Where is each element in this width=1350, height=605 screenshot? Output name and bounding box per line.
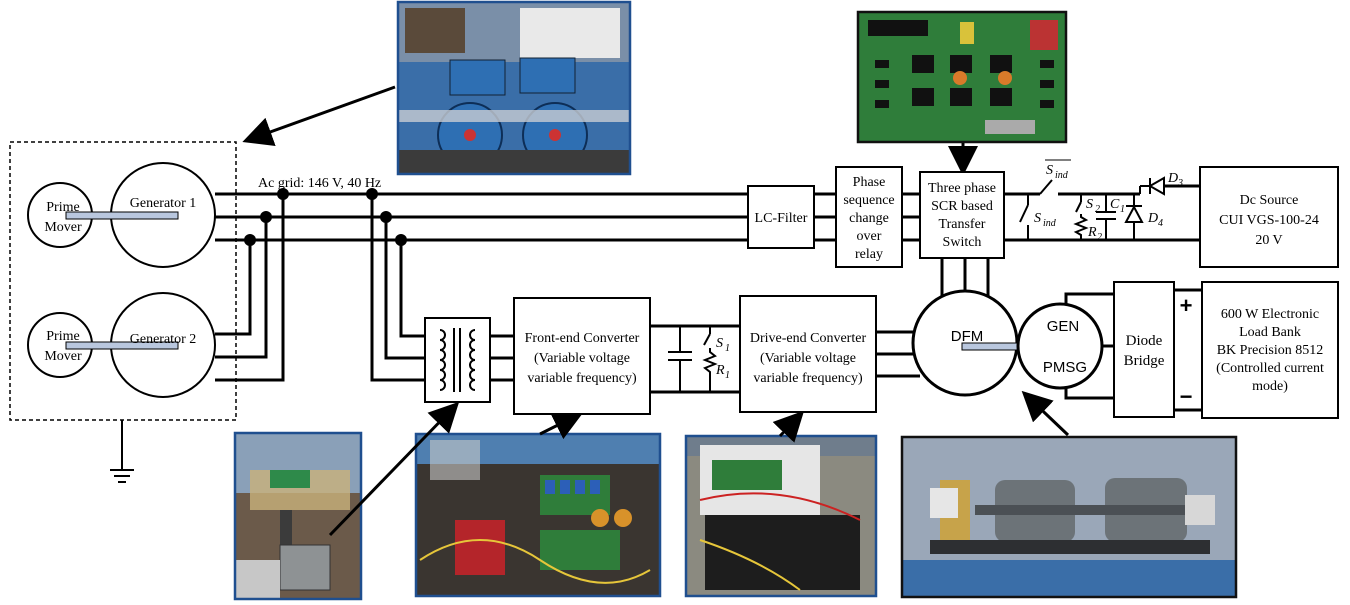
drive-end-label-2: (Variable voltage bbox=[760, 351, 856, 366]
gen-label: GEN bbox=[1047, 318, 1080, 335]
generator-1-label: Generator 1 bbox=[130, 196, 196, 211]
load-bank-label-1: 600 W Electronic bbox=[1221, 307, 1319, 322]
r1-sub: 1 bbox=[725, 370, 730, 381]
lc-filter-label: LC-Filter bbox=[755, 211, 808, 226]
phase-relay-label-3: change bbox=[849, 211, 889, 226]
transfer-switch-label-3: Transfer bbox=[939, 217, 986, 232]
s2-label: S bbox=[1086, 197, 1093, 212]
photo-transformer bbox=[233, 431, 363, 601]
bridge-to-load-wires bbox=[1174, 288, 1202, 412]
dfm-label: DFM bbox=[951, 328, 984, 345]
front-end-label-3: variable frequency) bbox=[527, 371, 637, 386]
transformer-to-fec-wires bbox=[490, 334, 514, 382]
shaft-1 bbox=[65, 211, 179, 220]
switch-to-dfm-wires bbox=[940, 258, 990, 300]
d3-sub: 3 bbox=[1177, 178, 1183, 189]
prime-mover-2-label-a: Prime bbox=[46, 329, 79, 344]
front-end-converter-block bbox=[513, 297, 651, 415]
r1-label: R bbox=[715, 363, 725, 378]
transformer-icon bbox=[424, 317, 491, 403]
s1-label: S bbox=[716, 336, 723, 351]
prime-mover-1-label-a: Prime bbox=[46, 200, 79, 215]
s2-sub: 2 bbox=[1095, 204, 1100, 215]
diode-bridge-label-2: Bridge bbox=[1124, 353, 1165, 369]
drive-end-label-1: Drive-end Converter bbox=[750, 331, 867, 346]
s-ind-bar-label: S bbox=[1046, 163, 1053, 178]
phase-relay-label-1: Phase bbox=[853, 175, 886, 190]
transfer-switch-label-2: SCR based bbox=[931, 199, 993, 214]
photo-scr-pcb bbox=[856, 10, 1068, 144]
s-ind-bar-sub: ind bbox=[1055, 170, 1069, 181]
ground-icon bbox=[110, 420, 134, 483]
load-bank-label-3: BK Precision 8512 bbox=[1217, 343, 1324, 358]
load-bank-label-5: mode) bbox=[1252, 379, 1288, 394]
phase-relay-label-5: relay bbox=[855, 247, 883, 262]
prime-mover-2-label-b: Mover bbox=[44, 349, 82, 364]
dc-link-s1-r1 bbox=[650, 324, 740, 394]
lc-to-relay-wires bbox=[814, 192, 836, 242]
photo-motor-generator-set bbox=[396, 0, 632, 176]
pmsg-to-bridge-wires bbox=[1064, 292, 1114, 400]
shaft-2 bbox=[65, 341, 179, 350]
d4-sub: 4 bbox=[1158, 218, 1163, 229]
s-ind-sub: ind bbox=[1043, 218, 1057, 229]
photo-pointer-arrows bbox=[242, 85, 1070, 537]
front-end-label-1: Front-end Converter bbox=[525, 331, 640, 346]
dc-source-label-2: CUI VGS-100-24 bbox=[1219, 213, 1319, 228]
ac-grid-bus bbox=[215, 188, 748, 382]
dc-source-block bbox=[1199, 166, 1339, 268]
phase-relay-label-4: over bbox=[857, 229, 882, 244]
photo-front-end-converter bbox=[414, 432, 662, 598]
photo-drive-end-converter bbox=[684, 434, 878, 598]
d4-label: D bbox=[1147, 211, 1158, 226]
photo-dfm-pmsg-machines bbox=[900, 435, 1238, 599]
plus-terminal: + bbox=[1180, 293, 1193, 318]
front-end-label-2: (Variable voltage bbox=[534, 351, 630, 366]
diode-bridge-block bbox=[1113, 281, 1175, 418]
minus-terminal: − bbox=[1180, 384, 1193, 409]
s-ind-label: S bbox=[1034, 211, 1041, 226]
ac-grid-label: Ac grid: 146 V, 40 Hz bbox=[258, 176, 381, 191]
load-bank-label-4: (Controlled current bbox=[1216, 361, 1324, 376]
diode-bridge-label-1: Diode bbox=[1126, 333, 1163, 349]
pmsg-label: PMSG bbox=[1043, 359, 1087, 376]
prime-mover-1-label-b: Mover bbox=[44, 220, 82, 235]
relay-to-switch-wires bbox=[902, 192, 920, 242]
phase-relay-block bbox=[835, 166, 903, 268]
d3-label: D bbox=[1167, 171, 1178, 186]
c1-label: C bbox=[1110, 197, 1120, 212]
c1-sub: 1 bbox=[1120, 204, 1125, 215]
r2-label: R bbox=[1087, 225, 1097, 240]
generator-2-label: Generator 2 bbox=[130, 332, 196, 347]
dc-source-label-1: Dc Source bbox=[1240, 193, 1299, 208]
r2-sub: 2 bbox=[1097, 232, 1102, 243]
s1-sub: 1 bbox=[725, 343, 730, 354]
drive-end-label-3: variable frequency) bbox=[753, 371, 863, 386]
transfer-switch-block bbox=[919, 171, 1005, 259]
load-bank-label-2: Load Bank bbox=[1239, 325, 1301, 340]
dc-link-circuit bbox=[1004, 176, 1200, 242]
phase-relay-label-2: sequence bbox=[843, 193, 894, 208]
transfer-switch-label-1: Three phase bbox=[928, 181, 996, 196]
dc-source-label-3: 20 V bbox=[1255, 233, 1282, 248]
load-bank-block bbox=[1201, 281, 1339, 419]
transfer-switch-label-4: Switch bbox=[943, 235, 982, 250]
